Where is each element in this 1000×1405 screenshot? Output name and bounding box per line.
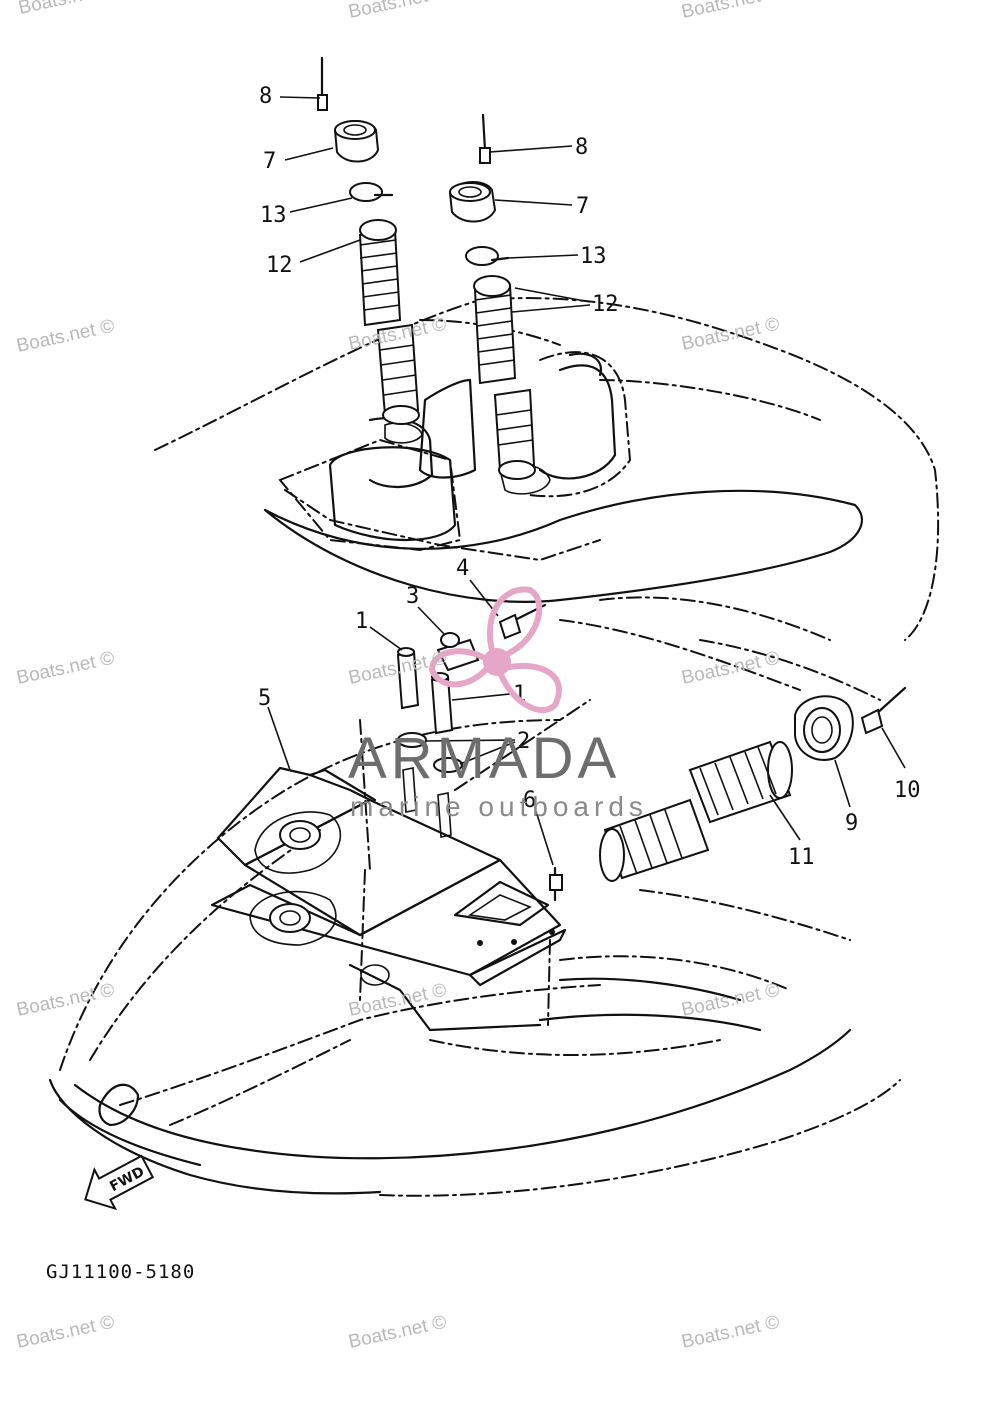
callout-7-left: 7	[263, 149, 276, 174]
bracket-and-rivet-3-4	[436, 603, 547, 672]
watermark: Boats.net ©	[15, 1312, 117, 1353]
watermark: Boats.net ©	[15, 980, 117, 1021]
armada-logo-subtext: marine outboards	[350, 791, 648, 822]
callout-13-right: 13	[580, 244, 607, 269]
armada-logo-text: ARMADA	[348, 726, 620, 791]
left-upper-duct	[358, 219, 420, 425]
watermark: Boats.net ©	[347, 1312, 449, 1353]
callout-5: 5	[258, 686, 271, 711]
callout-11: 11	[788, 845, 815, 870]
callout-12-left: 12	[266, 253, 293, 278]
watermark: Boats.net ©	[680, 314, 782, 355]
callout-7-right: 7	[576, 194, 589, 219]
watermark: Boats.net ©	[680, 648, 782, 689]
callout-2: 2	[517, 729, 530, 754]
callout-8-right: 8	[575, 135, 588, 160]
hull-outline	[48, 297, 940, 1197]
callout-6: 6	[523, 788, 536, 813]
watermark: Boats.net ©	[15, 648, 117, 689]
right-upper-duct	[473, 275, 536, 480]
bulkhead-assembly	[210, 699, 591, 1032]
callout-3: 3	[406, 584, 419, 609]
watermark: Boats.net ©	[680, 980, 782, 1021]
rear-duct-assembly	[549, 686, 907, 902]
watermark: Boats.net ©	[347, 0, 449, 23]
callout-4: 4	[456, 556, 469, 581]
callout-9: 9	[845, 811, 858, 836]
diagram-part-code: GJ11100-5180	[46, 1261, 195, 1283]
leader-lines	[267, 96, 906, 866]
upper-caps-and-rivets	[317, 56, 510, 266]
hose-fittings	[396, 647, 463, 838]
propeller-logo-icon	[428, 586, 562, 714]
callout-8-left: 8	[259, 84, 272, 109]
callout-1-left: 1	[355, 609, 368, 634]
callout-10: 10	[894, 778, 921, 803]
watermark: Boats.net ©	[347, 980, 449, 1021]
watermark: Boats.net ©	[15, 316, 117, 357]
watermark: Boats.net ©	[680, 0, 782, 23]
callout-13-left: 13	[260, 203, 287, 228]
watermark: Boats.net ©	[17, 0, 119, 19]
callout-numbers: 8 7 13 12 8 7 13 12 4 3 1 1 5 2 6 9 10 1…	[258, 84, 921, 870]
callout-12-right: 12	[592, 292, 619, 317]
armada-logo-watermark: ARMADA marine outboards	[348, 586, 648, 822]
watermark: Boats.net ©	[680, 1312, 782, 1353]
